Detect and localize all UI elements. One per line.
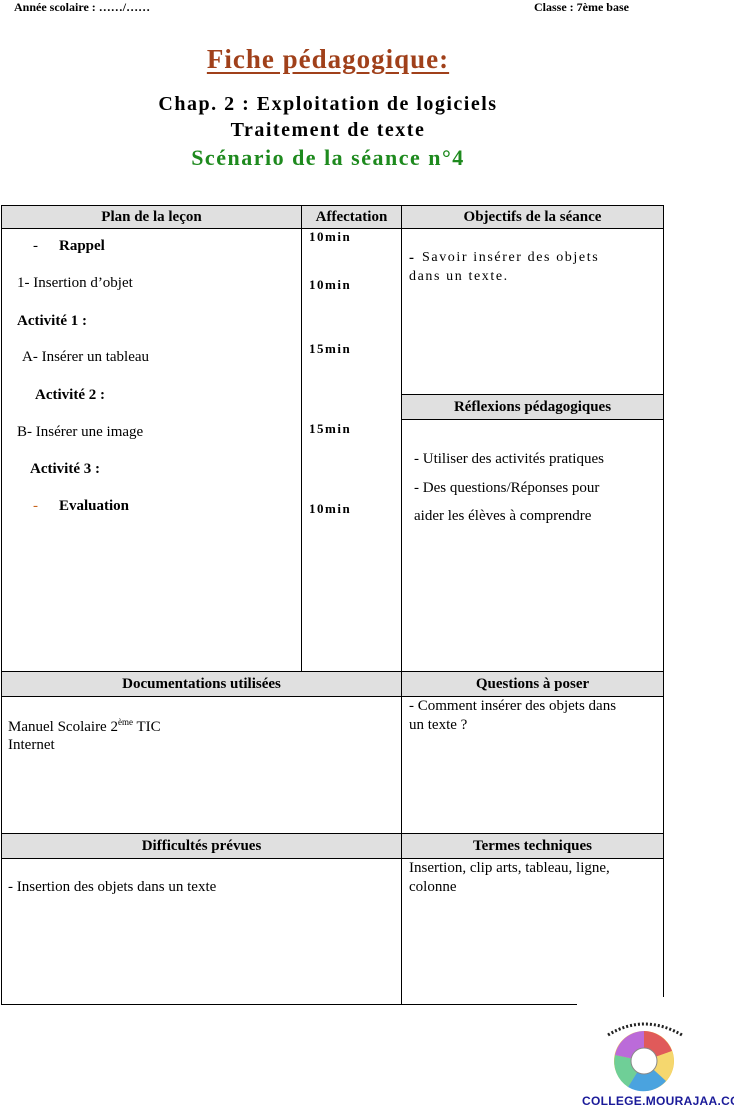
documentations-header: Documentations utilisées — [1, 671, 402, 697]
question-line-2: un texte ? — [409, 717, 468, 733]
scenario-title: Scénario de la séance n°4 — [191, 145, 465, 170]
reflexions-header: Réflexions pédagogiques — [401, 394, 664, 420]
affectation-cell — [301, 228, 402, 672]
objectif-line-2: dans un texte. — [409, 269, 509, 284]
school-year-label: Année scolaire : ……/…… — [14, 0, 151, 14]
affectation-header: Affectation — [301, 205, 402, 229]
chapter-title: Chap. 2 : Exploitation de logiciels — [158, 93, 498, 115]
time-activite-1: 15min — [309, 341, 352, 356]
activite-2-label: Activité 2 : — [35, 387, 105, 403]
reflexion-line-3: aider les élèves à comprendre — [414, 508, 592, 524]
termes-cell — [401, 858, 664, 1005]
objectif-line-1: Savoir insérer des objets — [422, 250, 600, 265]
evaluation-item: Evaluation — [59, 498, 130, 514]
evaluation-dash: - — [33, 498, 38, 514]
difficulte-item: - Insertion des objets dans un texte — [8, 879, 217, 895]
activite-3-label: Activité 3 : — [30, 461, 100, 477]
reflexion-line-1: - Utiliser des activités pratiques — [414, 451, 604, 467]
time-insertion: 10min — [309, 277, 352, 292]
objectifs-header: Objectifs de la séance — [401, 205, 664, 229]
activite-1-label: Activité 1 : — [17, 313, 87, 329]
reflexion-line-2: - Des questions/Réponses pour — [414, 480, 600, 496]
corner-mask — [577, 997, 677, 1017]
time-rappel: 10min — [309, 229, 352, 244]
questions-header: Questions à poser — [401, 671, 664, 697]
time-activite-2: 15min — [309, 421, 352, 436]
objectif-dash: - — [409, 250, 414, 266]
subject-title: Traitement de texte — [230, 119, 426, 141]
plan-cell — [1, 228, 302, 672]
class-label: Classe : 7ème base — [534, 0, 629, 14]
logo-text: COLLEGE.MOURAJAA.COM — [582, 1094, 734, 1108]
termes-line-2: colonne — [409, 879, 457, 895]
documentation-manuel: Manuel Scolaire 2ème TIC — [8, 717, 161, 735]
insertion-objet-item: 1- Insertion d’objet — [17, 275, 133, 291]
termes-header: Termes techniques — [401, 833, 664, 859]
time-evaluation: 10min — [309, 501, 352, 516]
documentation-internet: Internet — [8, 737, 55, 753]
rappel-dash: - — [33, 238, 38, 254]
difficultes-header: Difficultés prévues — [1, 833, 402, 859]
rappel-item: Rappel — [59, 238, 105, 254]
plan-header: Plan de la leçon — [1, 205, 302, 229]
page-title: Fiche pédagogique: — [206, 44, 450, 74]
termes-line-1: Insertion, clip arts, tableau, ligne, — [409, 860, 610, 876]
inserer-image-item: B- Insérer une image — [17, 424, 144, 440]
question-line-1: - Comment insérer des objets dans — [409, 698, 617, 714]
inserer-tableau-item: A- Insérer un tableau — [22, 349, 150, 365]
college-logo-icon — [607, 1022, 683, 1092]
